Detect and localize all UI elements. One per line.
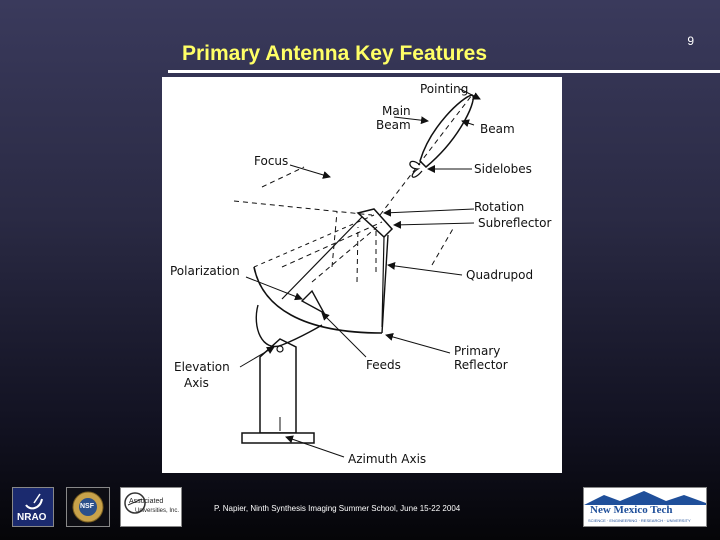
pointing-line [379,94,473,216]
label-beam: Beam [480,122,515,136]
feed-horn [300,289,326,315]
nrao-dish-icon [25,493,43,510]
title-underline [168,70,720,73]
nsf-logo-text: NSF [80,503,94,510]
label-elevation-2: Axis [184,376,209,390]
nsf-seal-icon [72,491,104,523]
label-sidelobes: Sidelobes [474,162,532,176]
label-subreflector: Subreflector [478,216,551,230]
label-azimuth-axis: Azimuth Axis [348,452,426,466]
label-primary-1: Primary [454,344,500,358]
nrao-logo: NRAO [12,487,54,527]
aui-logo-text-2: Universities, Inc. [135,508,180,514]
nsf-logo: NSF [66,487,110,527]
label-main-beam-2: Beam [376,118,411,132]
slide-title: Primary Antenna Key Features [182,42,488,65]
antenna-drawing: Pointing Main Beam Beam Focus Sidelobes … [170,82,551,466]
primary-reflector-curve [253,266,383,334]
label-pointing: Pointing [420,82,468,96]
label-feeds: Feeds [366,358,401,372]
nrao-logo-text: NRAO [17,512,47,523]
base [241,432,315,444]
main-beam-lobe [419,94,474,169]
nmt-mountains-icon [584,491,706,505]
slide-number: 9 [687,34,694,48]
slide-footer: P. Napier, Ninth Synthesis Imaging Summe… [214,504,461,513]
label-rotation: Rotation [474,200,524,214]
label-main-beam-1: Main [382,104,411,118]
label-quadrupod: Quadrupod [466,268,533,282]
pedestal [259,338,297,434]
dish-rim [253,214,375,268]
label-focus: Focus [254,154,288,168]
nmt-logo: New Mexico Tech SCIENCE · ENGINEERING · … [583,487,707,527]
sidelobes [409,160,423,178]
label-elevation-1: Elevation [174,360,230,374]
nmt-logo-text: New Mexico Tech [590,504,673,516]
label-primary-2: Reflector [454,358,508,372]
aui-circle-icon [124,492,146,514]
nmt-logo-subtext: SCIENCE · ENGINEERING · RESEARCH · UNIVE… [588,518,691,523]
elevation-yoke [255,304,323,348]
antenna-diagram: Pointing Main Beam Beam Focus Sidelobes … [162,77,562,473]
aui-logo-text-1: Associated [129,498,164,505]
label-polarization: Polarization [170,264,240,278]
aui-logo: Associated Universities, Inc. [120,487,182,527]
